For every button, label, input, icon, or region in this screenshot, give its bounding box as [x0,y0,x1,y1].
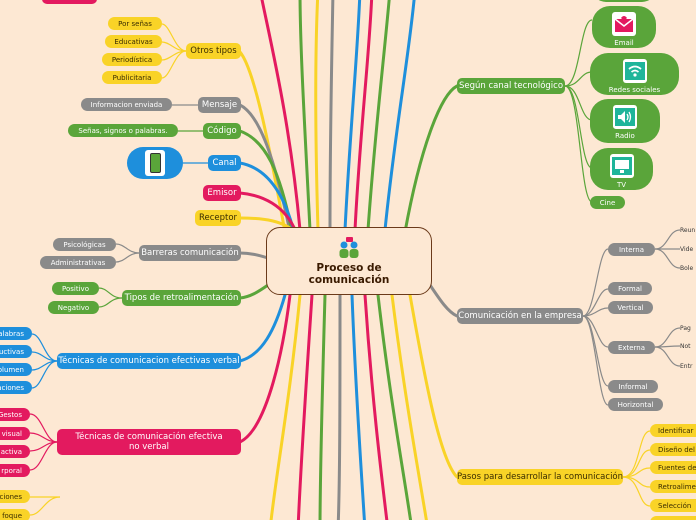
pasos-clipped-child[interactable] [650,516,696,520]
empresa-child[interactable]: Vertical [608,301,653,314]
mensaje-child[interactable]: Informacion enviada [81,98,172,111]
no-verbal-child[interactable]: activa [0,445,30,458]
empresa-child[interactable]: Formal [608,282,652,295]
cine-node[interactable]: Cine [590,196,625,209]
otros-tipos-child[interactable]: Educativas [105,35,162,48]
email-node[interactable]: Email [592,6,656,48]
otros-tipos-child[interactable]: Por señas [108,17,162,30]
externa-child[interactable]: Pag [680,324,691,332]
canal-tecnologico-node[interactable]: Según canal tecnológico [457,78,565,94]
barreras-child[interactable]: Psicológicas [53,238,116,251]
no-verbal-child[interactable]: visual [0,427,30,440]
codigo-node[interactable]: Código [203,123,241,139]
retroalimentacion-node[interactable]: Tipos de retroalimentación [122,290,241,306]
empresa-child[interactable]: Interna [608,243,655,256]
barreras-node[interactable]: Barreras comunicación [139,245,241,261]
tv-label: TV [616,181,627,189]
retro-child[interactable]: Positivo [52,282,99,295]
comunicacion-empresa-node[interactable]: Comunicación en la empresa [457,308,583,324]
radio-label: Radio [615,132,635,140]
pasos-comunicacion-node[interactable]: Pasos para desarrollar la comunicación [457,469,623,485]
canal-node[interactable]: Canal [208,155,241,171]
codigo-child[interactable]: Señas, signos o palabras. [68,124,178,137]
empresa-child[interactable]: Informal [608,380,658,393]
central-title: Proceso de comunicación [308,262,390,286]
mensaje-node[interactable]: Mensaje [198,97,241,113]
retro-child[interactable]: Negativo [48,301,99,314]
tv-node[interactable]: TV [590,148,653,190]
pasos-child[interactable]: Selección [650,499,696,512]
verbal-child[interactable]: palabras [0,327,32,340]
speaker-icon [613,105,637,129]
pasos-child[interactable]: Diseño del [650,443,696,456]
externa-child[interactable]: Entr [680,362,693,370]
verbal-child[interactable]: uctivas [0,345,32,358]
interna-child[interactable]: Reun [680,226,696,234]
otros-tipos-child[interactable]: Publicitaria [102,71,162,84]
radio-node[interactable]: Radio [590,99,660,143]
otros-tipos-child[interactable]: Periodística [102,53,162,66]
empresa-child[interactable]: Externa [608,341,655,354]
central-node[interactable]: Proceso de comunicación [266,227,432,295]
wifi-icon [622,59,647,83]
pasos-child[interactable]: Fuentes de [650,461,696,474]
externa-child[interactable]: Not [680,342,691,350]
mobile-phone-icon [145,150,165,176]
emisor-node[interactable]: Emisor [203,185,241,201]
tecnicas-no-verbal-node[interactable]: Técnicas de comunicación efectiva no ver… [57,429,241,455]
clipped-top-node[interactable] [42,0,97,4]
receptor-node[interactable]: Receptor [195,210,241,226]
pasos-child[interactable]: Identificar [650,424,696,437]
interna-child[interactable]: Vide [680,245,694,253]
empresa-child[interactable]: Horizontal [608,398,663,411]
redes-sociales-label: Redes sociales [608,86,661,94]
bottom-left-child[interactable]: ciones [0,490,30,503]
tecnicas-verbal-node[interactable]: Técnicas de comunicacion efectivas verba… [57,353,241,369]
interna-child[interactable]: Bole [680,264,694,272]
redes-sociales-node[interactable]: Redes sociales [590,53,679,95]
canal-image-node[interactable] [127,147,183,179]
email-icon [612,12,636,36]
bottom-left-child[interactable]: foque [0,509,30,520]
people-communication-icon [339,237,359,258]
verbal-child[interactable]: aciones [0,381,32,394]
email-label: Email [614,39,634,47]
pasos-child[interactable]: Retroalime [650,480,696,493]
no-verbal-child[interactable]: rporal [0,464,30,477]
otros-tipos-node[interactable]: Otros tipos [186,43,241,59]
verbal-child[interactable]: olumen [0,363,32,376]
clipped-image-node[interactable] [592,0,656,2]
barreras-child[interactable]: Administrativas [40,256,116,269]
no-verbal-child[interactable]: Gestos [0,408,30,421]
tv-icon [609,154,634,178]
